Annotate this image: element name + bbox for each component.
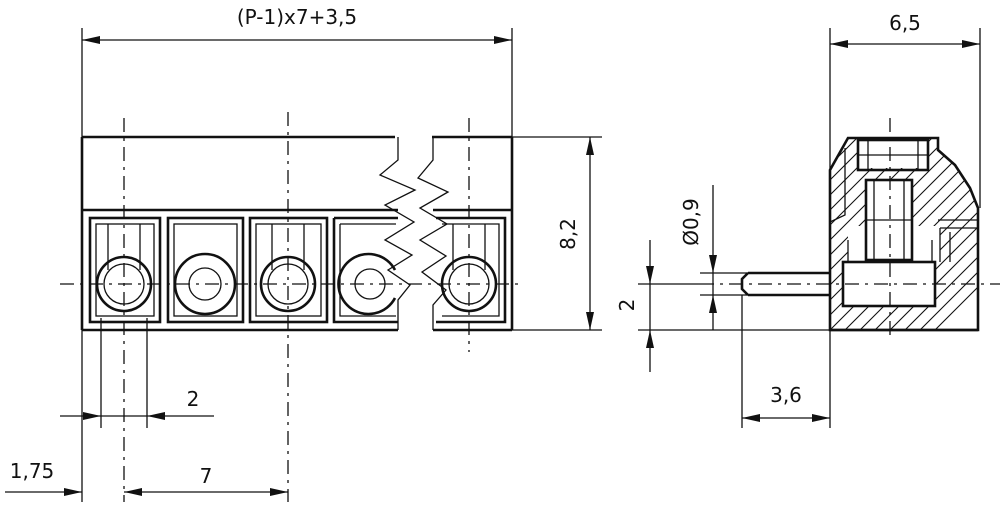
screw — [856, 138, 930, 262]
height-label: 8,2 — [556, 218, 580, 250]
pin-diameter-label: Ø0,9 — [679, 198, 703, 246]
pin-offset-label: 2 — [615, 299, 639, 312]
side-width-label: 6,5 — [889, 11, 921, 35]
dim-height: 8,2 — [556, 137, 594, 330]
opening-2 — [166, 216, 245, 324]
front-view: (P-1)x7+3,5 8,2 2 1,75 7 — [5, 5, 602, 502]
side-center-lines — [700, 118, 1000, 340]
housing-outline — [80, 135, 514, 332]
pitch-label: 7 — [200, 464, 213, 488]
dim-pin-offset: 2 — [615, 240, 654, 372]
dim-pin-diameter: Ø0,9 — [679, 185, 717, 330]
dim-edge-offset: 1,75 — [5, 459, 142, 496]
edge-offset-label: 1,75 — [10, 459, 55, 483]
opening-5 — [436, 216, 507, 324]
opening-1 — [88, 216, 162, 324]
center-lines — [60, 112, 520, 502]
side-view: 6,5 Ø0,9 2 3,6 — [615, 11, 1000, 428]
dim-side-width: 6,5 — [830, 11, 980, 48]
pin-length-label: 3,6 — [770, 383, 802, 407]
side-housing-outline — [828, 136, 980, 332]
overall-width-label: (P-1)x7+3,5 — [237, 5, 357, 29]
side-extension-lines — [638, 28, 981, 428]
break-lines — [378, 137, 450, 330]
dim-pitch: 7 — [124, 464, 288, 496]
dim-overall-width: (P-1)x7+3,5 — [82, 5, 512, 44]
hole-width-label: 2 — [187, 387, 200, 411]
dim-hole-width: 2 — [60, 387, 214, 420]
dim-pin-length: 3,6 — [742, 383, 830, 422]
opening-4 — [332, 216, 398, 324]
